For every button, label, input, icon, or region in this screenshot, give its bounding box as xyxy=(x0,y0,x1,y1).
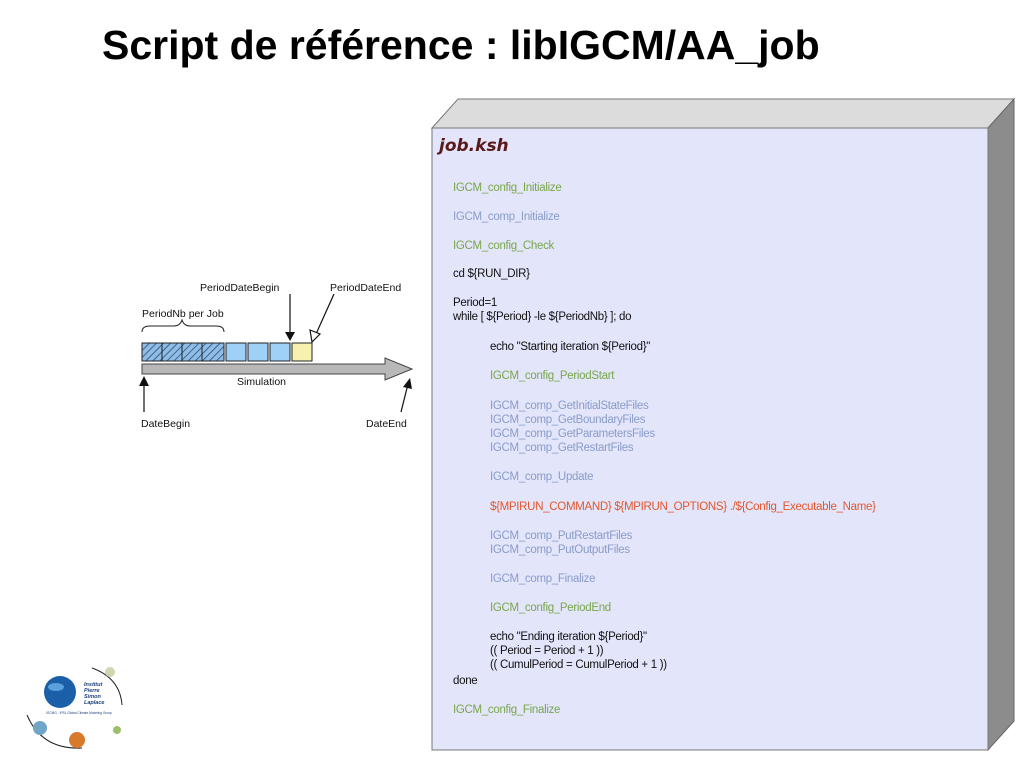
code-line: done xyxy=(453,675,478,687)
timeline-block xyxy=(247,342,269,362)
date-end-label: DateEnd xyxy=(366,418,407,430)
box-side-face xyxy=(987,97,1015,752)
slide-title: Script de référence : libIGCM/AA_job xyxy=(102,22,820,68)
code-line: IGCM_comp_Initialize xyxy=(453,211,560,223)
box-top-face xyxy=(430,98,1016,129)
periodnb-per-job-label: PeriodNb per Job xyxy=(142,308,224,320)
code-line: echo "Ending iteration ${Period}" xyxy=(490,631,647,643)
code-box-frame xyxy=(430,97,1016,752)
code-line: ${MPIRUN_COMMAND} ${MPIRUN_OPTIONS} ./${… xyxy=(490,501,876,513)
code-line: IGCM_config_PeriodEnd xyxy=(490,602,611,614)
timeline-block-current xyxy=(291,342,313,362)
code-line: cd ${RUN_DIR} xyxy=(453,268,530,280)
ipsl-logo: Institut Pierre Simon Laplace IGCMG - IP… xyxy=(22,660,132,755)
period-date-end-label: PeriodDateEnd xyxy=(330,282,402,294)
code-line: IGCM_comp_PutRestartFiles xyxy=(490,530,633,542)
code-line: IGCM_config_PeriodStart xyxy=(490,370,615,382)
code-line: IGCM_comp_PutOutputFiles xyxy=(490,544,630,556)
date-end-arrow xyxy=(403,378,412,389)
code-line: IGCM_comp_Finalize xyxy=(490,573,596,585)
code-line: IGCM_config_Initialize xyxy=(453,182,562,194)
logo-caption: IGCMG - IPSL Global Climate Modeling Gro… xyxy=(46,711,112,715)
date-begin-arrow xyxy=(139,376,149,386)
period-date-end-arrow xyxy=(309,329,322,344)
simulation-timeline-diagram: PeriodDateBegin PeriodDateEnd PeriodNb p… xyxy=(130,270,430,440)
code-line: IGCM_comp_GetRestartFiles xyxy=(490,442,634,454)
simulation-label: Simulation xyxy=(237,376,287,388)
timeline-block-hatched xyxy=(181,342,203,362)
code-line: while [ ${Period} -le ${PeriodNb} ]; do xyxy=(453,311,632,323)
timeline-block xyxy=(225,342,247,362)
code-line: IGCM_comp_Update xyxy=(490,471,594,483)
sun-icon xyxy=(105,667,115,677)
code-line: Period=1 xyxy=(453,297,497,309)
planet-icon xyxy=(69,732,85,748)
ipsl-logo-graphic: Institut Pierre Simon Laplace IGCMG - IP… xyxy=(26,667,123,749)
logo-text: Institut Pierre Simon Laplace xyxy=(84,682,104,706)
timeline-graphics xyxy=(139,293,414,413)
box-front-face xyxy=(431,127,989,751)
planet-icon xyxy=(113,726,121,734)
timeline-block-hatched xyxy=(141,342,163,362)
period-date-begin-arrow xyxy=(285,332,295,341)
code-line: IGCM_comp_GetParametersFiles xyxy=(490,428,655,440)
timeline-block-hatched xyxy=(201,342,225,362)
simulation-arrow xyxy=(141,357,414,381)
planet-icon xyxy=(33,721,47,735)
code-line: echo "Starting iteration ${Period}" xyxy=(490,341,651,353)
script-title: job.ksh xyxy=(439,136,509,156)
periodnb-brace xyxy=(141,318,225,333)
timeline-block xyxy=(269,342,291,362)
code-line: (( Period = Period + 1 )) xyxy=(490,645,604,657)
date-begin-label: DateBegin xyxy=(141,418,191,430)
code-line: (( CumulPeriod = CumulPeriod + 1 )) xyxy=(490,659,667,671)
timeline-block-hatched xyxy=(161,342,183,362)
code-line: IGCM_config_Check xyxy=(453,240,555,252)
code-line: IGCM_comp_GetInitialStateFiles xyxy=(490,400,649,412)
code-line: IGCM_comp_GetBoundaryFiles xyxy=(490,414,646,426)
globe-icon xyxy=(44,676,76,708)
code-line: IGCM_config_Finalize xyxy=(453,704,561,716)
period-date-begin-label: PeriodDateBegin xyxy=(200,282,280,294)
